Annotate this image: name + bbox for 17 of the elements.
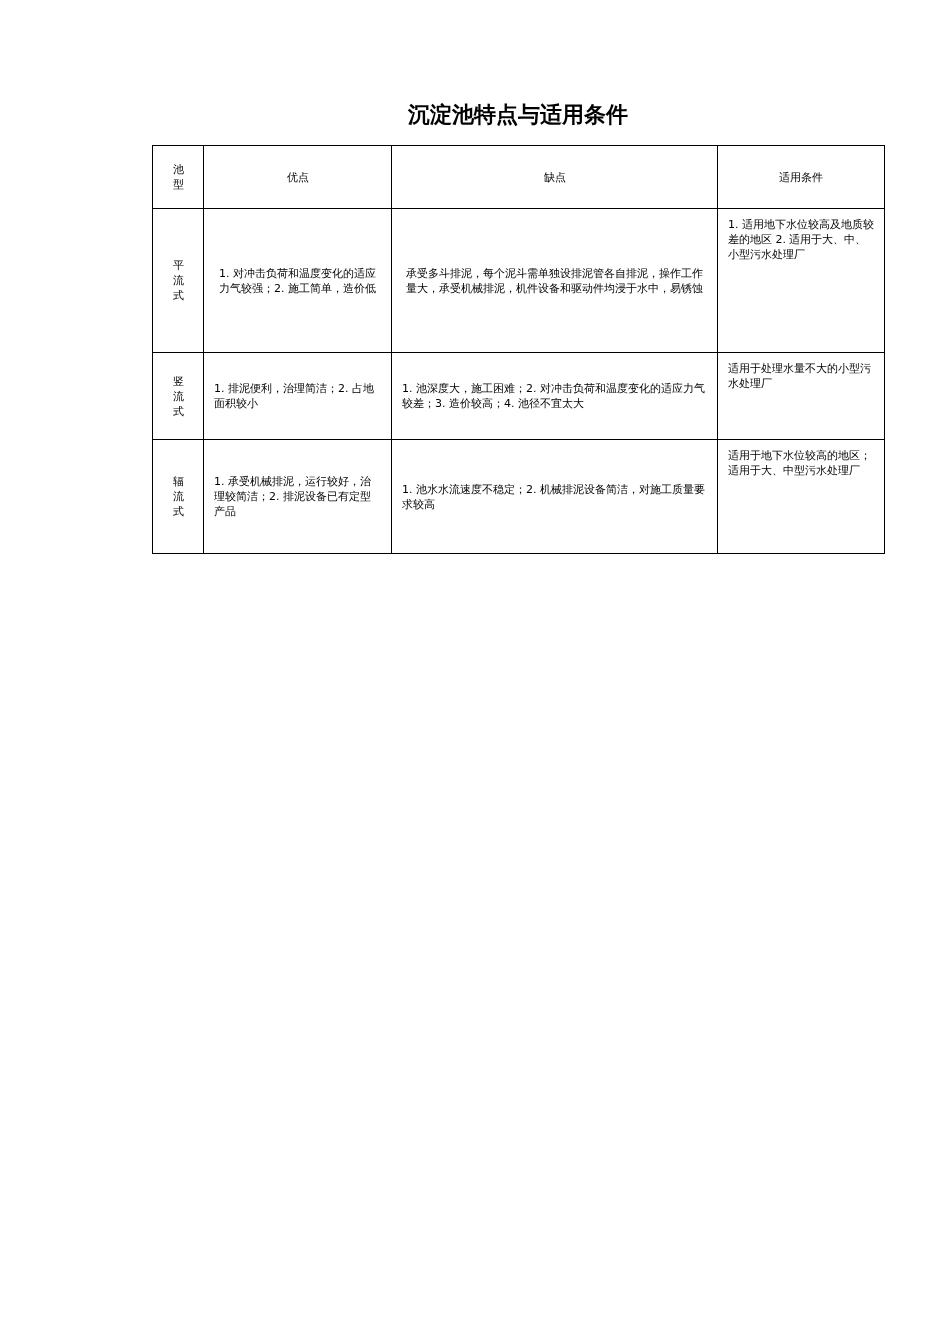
- row-header: 辐流式: [172, 474, 184, 519]
- table-cell-text: 1. 适用地下水位较高及地质较差的地区 2. 适用于大、中、小型污水处理厂: [728, 217, 874, 262]
- table-cell-text: 1. 承受机械排泥，运行较好，治理较简洁；2. 排泥设备已有定型产品: [214, 474, 372, 519]
- table-cell-text: 1. 池水水流速度不稳定；2. 机械排泥设备简洁，对施工质量要求较高: [402, 481, 706, 512]
- column-header: 优点: [285, 169, 310, 185]
- column-header: 适用条件: [778, 169, 824, 185]
- table-cell-text: 1. 池深度大，施工困难；2. 对冲击负荷和温度变化的适应力气较差；3. 造价较高；4. 池径不宜太大: [402, 381, 706, 411]
- table-cell-text: 1. 对冲击负荷和温度变化的适应力气较强；2. 施工简单，造价低: [218, 265, 377, 296]
- table-cell-text: 适用于处理水量不大的小型污水处理厂: [728, 361, 872, 391]
- column-header: 池型: [172, 162, 184, 192]
- row-header: 平流式: [172, 258, 184, 303]
- column-header: 缺点: [542, 169, 567, 185]
- table-cell-text: 适用于地下水位较高的地区；适用于大、中型污水处理厂: [728, 448, 872, 478]
- table-title: 沉淀池特点与适用条件: [406, 100, 629, 129]
- table-cell-text: 1. 排泥便利，治理简洁；2. 占地面积较小: [214, 381, 375, 411]
- table-cell-text: 承受多斗排泥，每个泥斗需单独设排泥管各自排泥，操作工作量大，承受机械排泥，机件设备和驱动件均浸于水中，易锈蚀: [405, 265, 704, 296]
- row-header: 竖流式: [172, 373, 184, 419]
